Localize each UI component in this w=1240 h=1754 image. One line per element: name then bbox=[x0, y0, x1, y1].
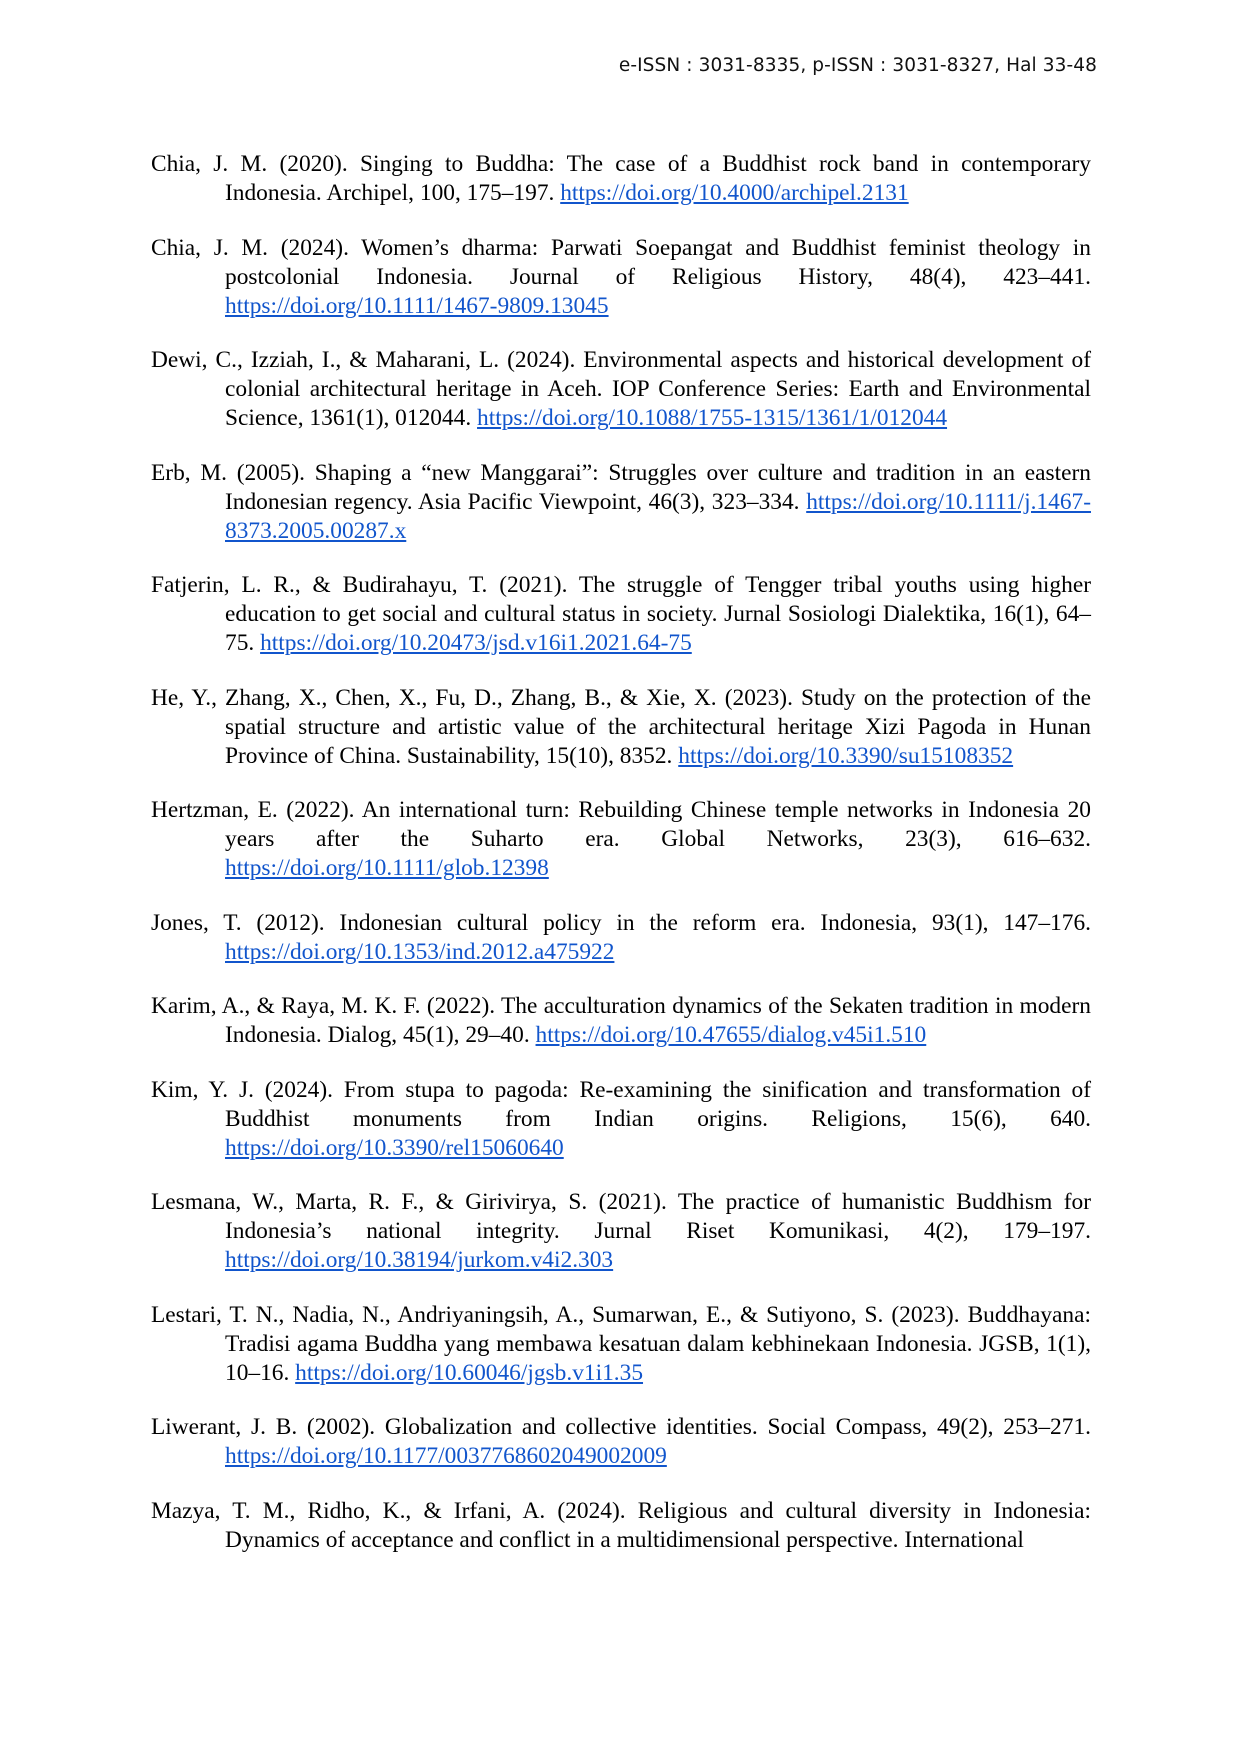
reference-entry: Lestari, T. N., Nadia, N., Andriyaningsi… bbox=[151, 1301, 1091, 1388]
reference-entry: Lesmana, W., Marta, R. F., & Girivirya, … bbox=[151, 1188, 1091, 1275]
reference-text: He, Y., Zhang, X., Chen, X., Fu, D., Zha… bbox=[151, 684, 1091, 769]
reference-text: Lestari, T. N., Nadia, N., Andriyaningsi… bbox=[151, 1301, 1091, 1386]
doi-link[interactable]: https://doi.org/10.1088/1755-1315/1361/1… bbox=[477, 405, 948, 431]
reference-entry: Kim, Y. J. (2024). From stupa to pagoda:… bbox=[151, 1076, 1091, 1163]
doi-link[interactable]: https://doi.org/10.3390/rel15060640 bbox=[225, 1134, 564, 1161]
reference-list: Chia, J. M. (2020). Singing to Buddha: T… bbox=[151, 150, 1091, 1580]
doi-link[interactable]: https://doi.org/10.38194/jurkom.v4i2.303 bbox=[225, 1247, 614, 1273]
reference-text: Liwerant, J. B. (2002). Globalization an… bbox=[151, 1414, 1091, 1440]
reference-text: Dewi, C., Izziah, I., & Maharani, L. (20… bbox=[151, 347, 1091, 431]
running-header: e-ISSN : 3031-8335, p-ISSN : 3031-8327, … bbox=[618, 55, 1097, 76]
doi-link[interactable]: https://doi.org/10.1111/glob.12398 bbox=[225, 855, 549, 881]
reference-text: Hertzman, E. (2022). An international tu… bbox=[151, 797, 1091, 852]
reference-text: Chia, J. M. (2024). Women’s dharma: Parw… bbox=[151, 234, 1091, 290]
reference-entry: Hertzman, E. (2022). An international tu… bbox=[151, 796, 1091, 883]
doi-link[interactable]: https://doi.org/10.4000/archipel.2131 bbox=[560, 180, 909, 206]
doi-link[interactable]: https://doi.org/10.60046/jgsb.v1i1.35 bbox=[295, 1359, 644, 1386]
doi-link[interactable]: https://doi.org/10.3390/su15108352 bbox=[678, 742, 1014, 769]
reference-entry: Karim, A., & Raya, M. K. F. (2022). The … bbox=[151, 992, 1091, 1050]
reference-text: Chia, J. M. (2020). Singing to Buddha: T… bbox=[151, 151, 1091, 206]
reference-text: Karim, A., & Raya, M. K. F. (2022). The … bbox=[151, 993, 1091, 1048]
reference-entry: Liwerant, J. B. (2002). Globalization an… bbox=[151, 1413, 1091, 1471]
doi-link[interactable]: https://doi.org/10.1177/0037768602049002… bbox=[225, 1443, 667, 1469]
doi-link[interactable]: https://doi.org/10.1111/j.1467-8373.2005… bbox=[225, 488, 1091, 544]
reference-entry: Jones, T. (2012). Indonesian cultural po… bbox=[151, 909, 1091, 967]
doi-link[interactable]: https://doi.org/10.47655/dialog.v45i1.51… bbox=[535, 1022, 927, 1048]
reference-entry: Fatjerin, L. R., & Budirahayu, T. (2021)… bbox=[151, 571, 1091, 658]
reference-text: Mazya, T. M., Ridho, K., & Irfani, A. (2… bbox=[151, 1497, 1091, 1553]
reference-entry: Erb, M. (2005). Shaping a “new Manggarai… bbox=[151, 459, 1091, 546]
reference-text: Erb, M. (2005). Shaping a “new Manggarai… bbox=[151, 459, 1091, 515]
reference-text: Lesmana, W., Marta, R. F., & Girivirya, … bbox=[151, 1189, 1091, 1244]
reference-entry: Chia, J. M. (2024). Women’s dharma: Parw… bbox=[151, 234, 1091, 321]
reference-text: Fatjerin, L. R., & Budirahayu, T. (2021)… bbox=[151, 572, 1091, 656]
doi-link[interactable]: https://doi.org/10.1353/ind.2012.a475922 bbox=[225, 938, 615, 965]
doi-link[interactable]: https://doi.org/10.1111/1467-9809.13045 bbox=[225, 292, 609, 319]
reference-entry: Dewi, C., Izziah, I., & Maharani, L. (20… bbox=[151, 346, 1091, 433]
doi-link[interactable]: https://doi.org/10.20473/jsd.v16i1.2021.… bbox=[260, 630, 692, 656]
reference-entry: He, Y., Zhang, X., Chen, X., Fu, D., Zha… bbox=[151, 684, 1091, 771]
reference-entry: Mazya, T. M., Ridho, K., & Irfani, A. (2… bbox=[151, 1497, 1091, 1555]
reference-text: Jones, T. (2012). Indonesian cultural po… bbox=[151, 909, 1091, 936]
reference-text: Kim, Y. J. (2024). From stupa to pagoda:… bbox=[151, 1076, 1091, 1132]
reference-entry: Chia, J. M. (2020). Singing to Buddha: T… bbox=[151, 150, 1091, 208]
